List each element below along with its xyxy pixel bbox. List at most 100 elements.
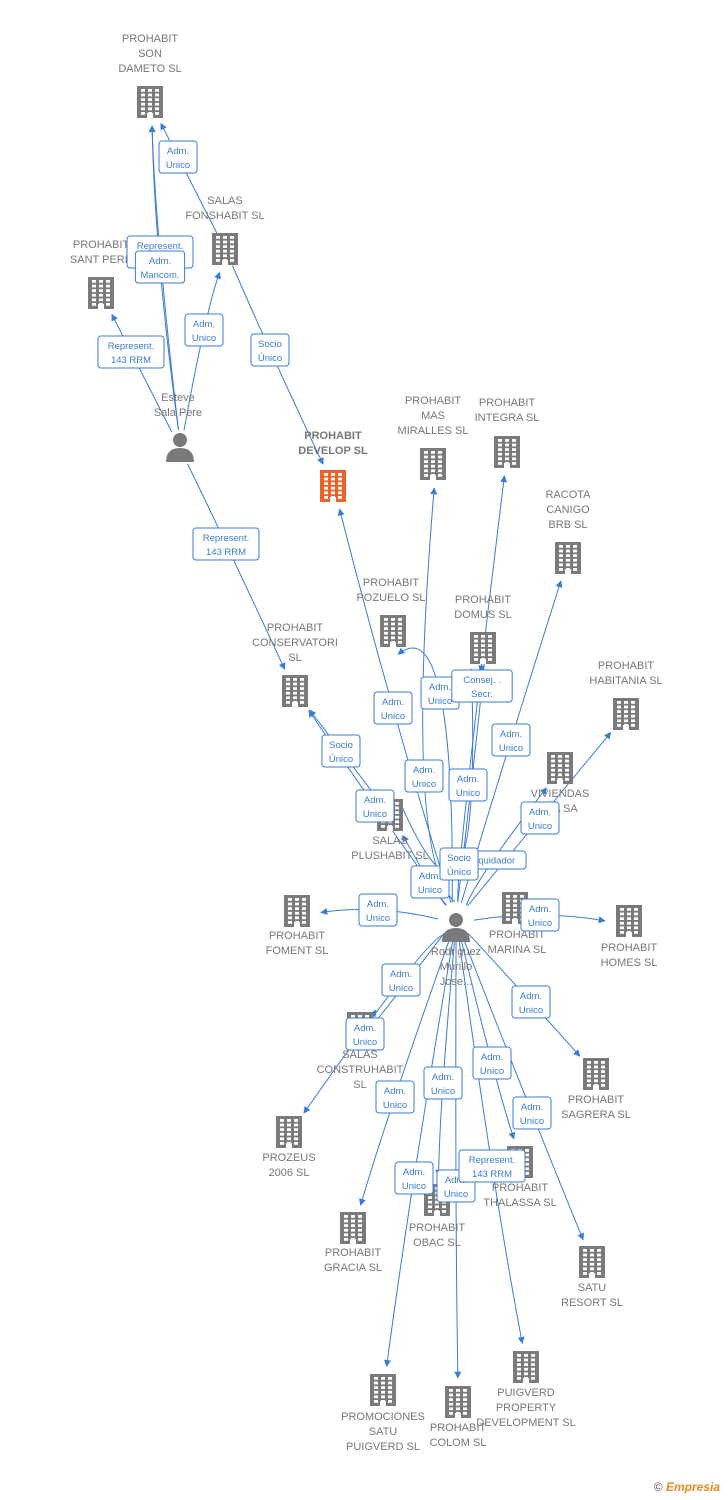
edge-label[interactable]: Adm.Unico (355, 789, 395, 823)
building-icon (284, 895, 310, 927)
edge-label[interactable]: Adm.Unico (404, 759, 444, 793)
edge-label-line: Socio (329, 740, 353, 751)
edge-label[interactable]: Adm.Mancom. (134, 250, 186, 284)
edge-label-box[interactable] (448, 768, 488, 802)
edge-label[interactable]: Adm.Unico (423, 1066, 463, 1100)
edge-label-line: Adm. (457, 774, 479, 785)
edge-label-box[interactable] (97, 335, 165, 369)
edge-label[interactable]: Adm.Unico (375, 1080, 415, 1114)
edge-label-box[interactable] (458, 1149, 526, 1183)
edge-label[interactable]: Adm.Unico (472, 1046, 512, 1080)
building-icon (320, 470, 346, 502)
building-icon (212, 233, 238, 265)
edge-label-box[interactable] (375, 1080, 415, 1114)
building-icon (137, 86, 163, 118)
node-label: PROPERTY (496, 1402, 557, 1414)
edge-label-box[interactable] (472, 1046, 512, 1080)
edge-label-box[interactable] (520, 801, 560, 835)
edge-label-box[interactable] (250, 333, 290, 367)
edge-label-line: Unico (418, 885, 442, 896)
edge-label[interactable]: Adm.Unico (520, 898, 560, 932)
node-label: PROHABIT (479, 397, 536, 409)
edge-label-box[interactable] (321, 734, 361, 768)
edge-label-box[interactable] (184, 313, 224, 347)
edge-label[interactable]: Adm.Unico (394, 1161, 434, 1195)
edge-label[interactable]: Consej. .Secr. (451, 669, 513, 703)
edge-label-box[interactable] (158, 140, 198, 174)
edge-label-box[interactable] (355, 789, 395, 823)
edge-label-box[interactable] (345, 1017, 385, 1051)
edge-label-line: 143 RRM (472, 1169, 512, 1180)
edge-label-box[interactable] (423, 1066, 463, 1100)
edge-label-box[interactable] (192, 527, 260, 561)
edge-label[interactable]: Adm.Unico (512, 1096, 552, 1130)
edge-label-box[interactable] (404, 759, 444, 793)
edge-label[interactable]: Adm.Unico (373, 691, 413, 725)
edge-label-line: Unico (402, 1181, 426, 1192)
edge-label-box[interactable] (451, 669, 513, 703)
edge-label[interactable]: Adm.Unico (358, 893, 398, 927)
node-label: FONSHABIT SL (185, 210, 264, 222)
edge-label[interactable]: Adm.Unico (511, 985, 551, 1019)
edge-label-box[interactable] (520, 898, 560, 932)
edge-label[interactable]: Adm.Unico (345, 1017, 385, 1051)
edge-label[interactable]: Adm.Unico (491, 723, 531, 757)
edge-label-box[interactable] (439, 847, 479, 881)
edge-label-line: Unico (528, 821, 552, 832)
node-rodriguez[interactable]: RodriguezMurilloJose... (431, 913, 481, 988)
node-label: PLUSHABIT SL (351, 850, 428, 862)
node-label: PROHABIT (598, 660, 655, 672)
building-icon (494, 436, 520, 468)
edge-label[interactable]: Adm.Unico (448, 768, 488, 802)
edge-label[interactable]: Adm.Unico (520, 801, 560, 835)
edge-label-line: Unico (480, 1066, 504, 1077)
edge-label-box[interactable] (394, 1161, 434, 1195)
edge-label-box[interactable] (491, 723, 531, 757)
empresia-logo[interactable]: Empresia (665, 1480, 720, 1494)
node-label: DOMUS SL (454, 609, 511, 621)
edge-label[interactable]: Adm.Unico (184, 313, 224, 347)
building-icon (583, 1058, 609, 1090)
edge-label-box[interactable] (512, 1096, 552, 1130)
edge-label-box[interactable] (373, 691, 413, 725)
node-label: PROHABIT (405, 395, 462, 407)
edge-label-box[interactable] (358, 893, 398, 927)
edge-label-line: Unico (519, 1005, 543, 1016)
node-label: COLOM SL (430, 1437, 487, 1449)
node-label: PROHABIT (409, 1222, 466, 1234)
edge-label[interactable]: Represent.143 RRM (192, 527, 260, 561)
edge-label[interactable]: Represent. 143 RRM (458, 1149, 526, 1183)
edge-label[interactable]: Adm.Unico (158, 140, 198, 174)
node-label: 2006 SL (269, 1167, 310, 1179)
edge-label[interactable]: Adm.Unico (381, 963, 421, 997)
edge-label-line: Represent. (469, 1155, 515, 1166)
edge-label[interactable]: Represent.143 RRM (97, 335, 165, 369)
edge-label-box[interactable] (134, 250, 186, 284)
edge-label-box[interactable] (381, 963, 421, 997)
edge-label-box[interactable] (511, 985, 551, 1019)
